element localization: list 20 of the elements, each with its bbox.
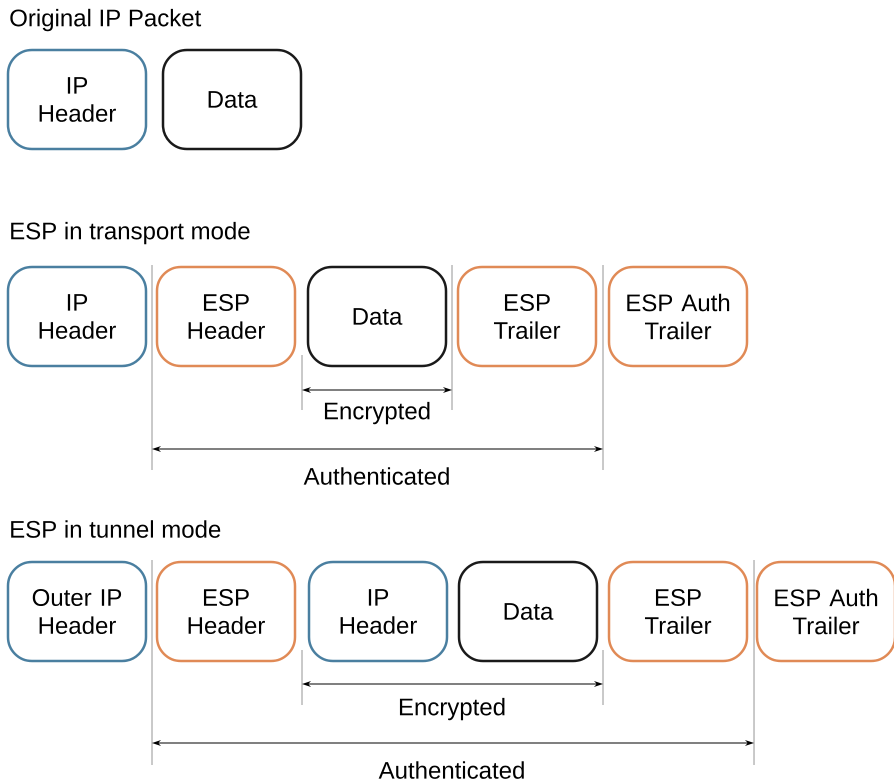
packet-field-box: ESP Trailer [608,560,748,662]
packet-field-box: ESP Trailer [456,266,598,368]
section-heading: ESP in tunnel mode [8,519,222,539]
packet-field-box: ESP Auth Trailer [608,266,748,368]
dimension-label: Encrypted [322,400,432,426]
packet-field-box: IP Header [308,560,448,662]
packet-field-box: Data [306,266,448,368]
section-heading: Original IP Packet [8,8,202,32]
dimension-label: Encrypted [396,696,508,722]
packet-field-box: Data [458,560,598,662]
packet-field-box: IP Header [6,266,148,368]
packet-field-box: ESP Header [156,560,296,662]
packet-field-box: ESP Header [156,266,296,368]
section-heading: ESP in transport mode [8,220,252,246]
dimension-label: Authenticated [302,466,452,486]
packet-field-box: Data [162,48,302,150]
packet-field-box: ESP Auth Trailer [756,560,894,662]
packet-field-box: Outer IP Header [6,560,148,662]
packet-field-box: IP Header [6,48,148,150]
dimension-label: Authenticated [378,760,526,780]
